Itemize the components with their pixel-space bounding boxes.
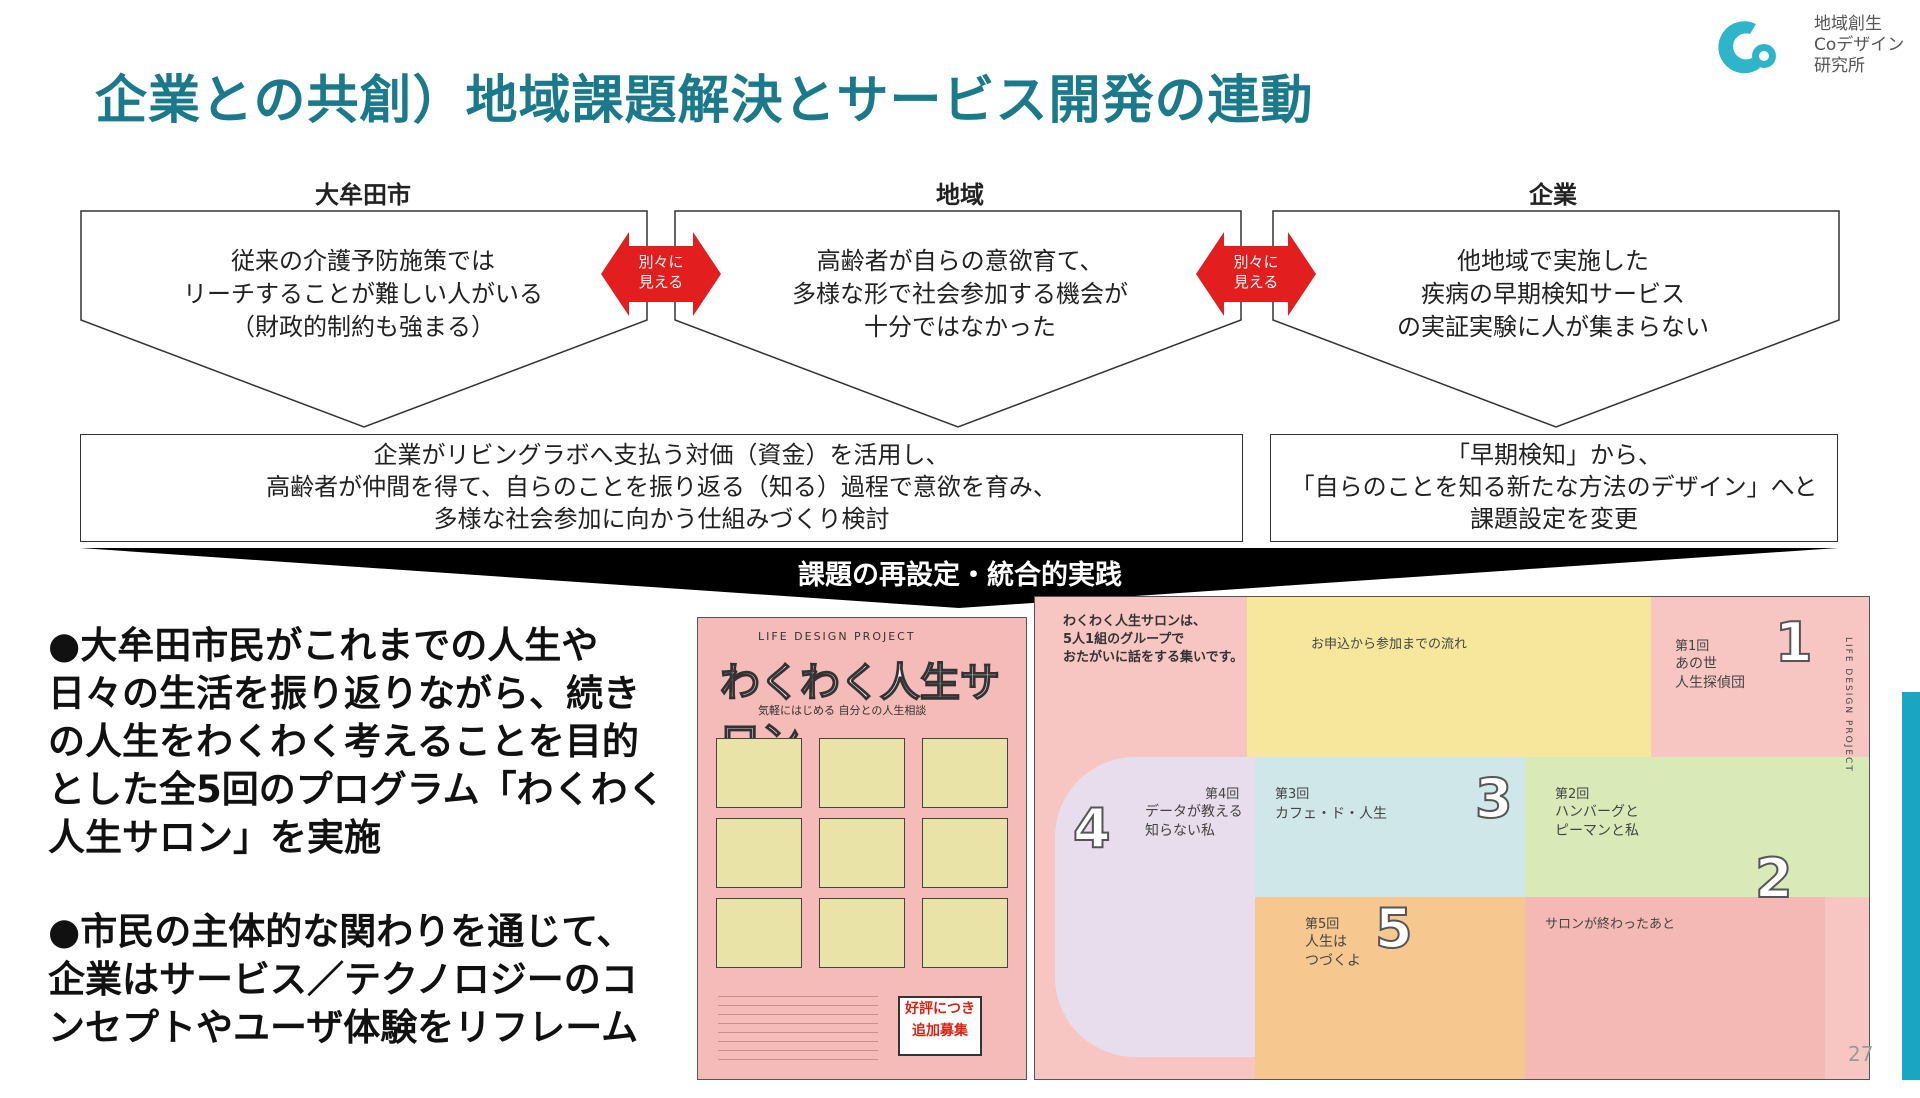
brochure-subtitle: 気軽にはじめる 自分との人生相談 bbox=[758, 704, 927, 717]
text-line: 高齢者が自らの意欲育て、 bbox=[816, 247, 1104, 275]
accent-bar bbox=[1902, 692, 1920, 1080]
session-title: 人生は つづくよ bbox=[1305, 933, 1361, 971]
column-text-company: 他地域で実施した 疾病の早期検知サービス の実証実験に人が集まらない bbox=[1303, 245, 1803, 344]
comic-panel bbox=[716, 738, 802, 808]
comic-panel bbox=[922, 738, 1008, 808]
logo-mark-icon bbox=[1718, 21, 1776, 74]
session-5-panel bbox=[1255, 897, 1525, 1079]
flow-panel bbox=[1247, 597, 1651, 757]
arrow-label: 別々に 見える bbox=[1221, 252, 1291, 292]
comic-panel bbox=[716, 898, 802, 968]
text-line: リーチすることが難しい人がいる bbox=[183, 280, 543, 308]
double-arrow-icon bbox=[601, 232, 721, 316]
intro-line: 5人1組のグループで bbox=[1063, 632, 1185, 647]
after-panel bbox=[1525, 897, 1825, 1079]
text-line: 十分ではなかった bbox=[864, 313, 1056, 341]
session-label: 第4回 bbox=[1205, 787, 1240, 802]
comic-panel bbox=[922, 898, 1008, 968]
session-2-panel bbox=[1525, 757, 1869, 897]
session-label: 第5回 bbox=[1305, 917, 1340, 932]
session-number: 4 bbox=[1072, 796, 1112, 861]
column-text-omuta: 従来の介護予防施策では リーチすることが難しい人がいる （財政的制約も強まる） bbox=[113, 245, 613, 344]
comic-panel bbox=[716, 818, 802, 888]
arrow-label-line: 見える bbox=[1233, 273, 1279, 291]
session-number: 5 bbox=[1374, 896, 1414, 961]
text-line: 他地域で実施した bbox=[1457, 247, 1649, 275]
comic-panel bbox=[819, 818, 905, 888]
page-number: 27 bbox=[1848, 1042, 1874, 1066]
badge-line: 好評につき bbox=[905, 1001, 975, 1017]
text-line: 多様な社会参加に向かう仕組みづくり検討 bbox=[433, 505, 890, 533]
session-3-panel bbox=[1255, 757, 1525, 897]
arrow-label-line: 見える bbox=[638, 273, 684, 291]
text-line: 「早期検知」から、 bbox=[1446, 441, 1662, 469]
text-line: 従来の介護予防施策では bbox=[231, 247, 495, 275]
session-label: 第1回 bbox=[1675, 639, 1710, 654]
double-arrow-icon bbox=[1196, 232, 1316, 316]
reframe-box: 「早期検知」から、 「自らのことを知る新たな方法のデザイン」へと 課題設定を変更 bbox=[1270, 434, 1838, 542]
badge-line: 追加募集 bbox=[912, 1023, 968, 1039]
session-title-line: あの世 bbox=[1675, 656, 1717, 672]
column-text-region: 高齢者が自らの意欲育て、 多様な形で社会参加する機会が 十分ではなかった bbox=[710, 245, 1210, 344]
logo-line: 地域創生 bbox=[1814, 14, 1882, 34]
after-heading: サロンが終わったあと bbox=[1545, 917, 1676, 932]
comic-panel bbox=[922, 818, 1008, 888]
logo: 地域創生 Coデザイン 研究所 bbox=[1710, 12, 1910, 82]
session-title-line: データが教える bbox=[1145, 804, 1243, 820]
text-line: （財政的制約も強まる） bbox=[231, 313, 495, 341]
bullet-list: ●大牟田市民がこれまでの人生や日々の生活を振り返りながら、続きの人生をわくわく考… bbox=[48, 622, 668, 1098]
brochure-image: LIFE DESIGN PROJECT わくわく人生サロン 気軽にはじめる 自分… bbox=[697, 617, 1027, 1080]
spread-intro: わくわく人生サロンは、 5人1組のグループで おたがいに話をする集いです。 bbox=[1063, 613, 1243, 667]
brochure-details bbox=[718, 988, 878, 1068]
session-title-line: 人生は bbox=[1305, 934, 1347, 950]
session-title-line: ハンバーグと bbox=[1555, 804, 1639, 820]
column-heading-company: 企業 bbox=[1529, 181, 1577, 209]
comic-panel bbox=[819, 738, 905, 808]
text-line: 多様な形で社会参加する機会が bbox=[792, 280, 1128, 308]
column-heading-region: 地域 bbox=[936, 181, 984, 209]
column-heading-omuta: 大牟田市 bbox=[315, 181, 411, 209]
program-spread-image: わくわく人生サロンは、 5人1組のグループで おたがいに話をする集いです。 お申… bbox=[1034, 596, 1870, 1080]
comic-panel bbox=[819, 898, 905, 968]
text-line: 疾病の早期検知サービス bbox=[1421, 280, 1685, 308]
text-line: 企業がリビングラボへ支払う対価（資金）を活用し、 bbox=[373, 441, 950, 469]
arrow-label-line: 別々に bbox=[638, 253, 684, 271]
session-title-line: つづくよ bbox=[1305, 953, 1361, 969]
spread-side-label: LIFE DESIGN PROJECT bbox=[1843, 637, 1853, 773]
session-number: 2 bbox=[1754, 846, 1794, 911]
session-title-line: ピーマンと私 bbox=[1555, 823, 1639, 839]
intro-line: おたがいに話をする集いです。 bbox=[1063, 650, 1244, 665]
strategy-box: 企業がリビングラボへ支払う対価（資金）を活用し、 高齢者が仲間を得て、自らのこと… bbox=[80, 434, 1243, 542]
session-title: カフェ・ド・人生 bbox=[1275, 806, 1387, 822]
text-line: 高齢者が仲間を得て、自らのことを振り返る（知る）過程で意欲を育み、 bbox=[266, 473, 1057, 501]
text-line: 「自らのことを知る新たな方法のデザイン」へと bbox=[1290, 473, 1818, 501]
session-title: あの世 人生探偵団 bbox=[1675, 655, 1745, 693]
logo-line: Coデザイン bbox=[1814, 35, 1905, 55]
brochure-badge: 好評につき 追加募集 bbox=[898, 996, 982, 1056]
session-title-line: 人生探偵団 bbox=[1675, 675, 1745, 691]
arrow-label-line: 別々に bbox=[1233, 253, 1279, 271]
logo-line: 研究所 bbox=[1814, 56, 1865, 76]
pentagon-omuta bbox=[80, 210, 648, 428]
session-title: データが教える 知らない私 bbox=[1145, 803, 1243, 841]
arrow-label: 別々に 見える bbox=[626, 252, 696, 292]
bullet-item: ●市民の主体的な関わりを通じて、企業はサービス／テクノロジーのコンセプトやユーザ… bbox=[48, 910, 639, 1049]
intro-line: わくわく人生サロンは、 bbox=[1063, 614, 1207, 629]
text-line: 課題設定を変更 bbox=[1470, 505, 1638, 533]
text-line: の実証実験に人が集まらない bbox=[1397, 313, 1709, 341]
session-number: 3 bbox=[1474, 766, 1514, 831]
session-label: 第2回 bbox=[1555, 787, 1590, 802]
bullet-item: ●大牟田市民がこれまでの人生や日々の生活を振り返りながら、続きの人生をわくわく考… bbox=[48, 624, 665, 859]
session-4-panel bbox=[1055, 757, 1255, 1057]
slide-title: 企業との共創）地域課題解決とサービス開発の連動 bbox=[95, 71, 1314, 131]
session-number: 1 bbox=[1774, 610, 1814, 675]
banner-label: 課題の再設定・統合的実践 bbox=[798, 560, 1122, 591]
session-label: 第3回 bbox=[1275, 787, 1310, 802]
session-title-line: 知らない私 bbox=[1145, 823, 1215, 839]
banner-shape bbox=[80, 548, 1838, 608]
brochure-project: LIFE DESIGN PROJECT bbox=[758, 630, 916, 643]
session-title: ハンバーグと ピーマンと私 bbox=[1555, 803, 1639, 841]
flow-heading: お申込から参加までの流れ bbox=[1311, 637, 1468, 652]
